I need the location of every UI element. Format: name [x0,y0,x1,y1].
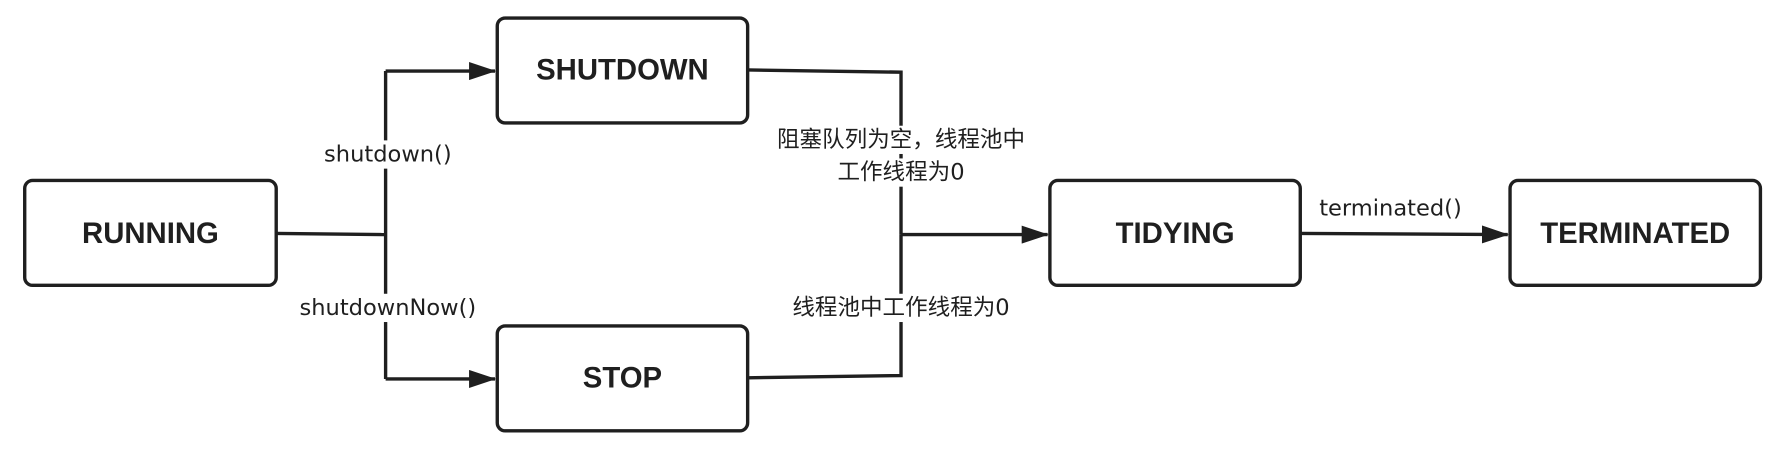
node-running-label: RUNNING [82,217,219,250]
node-running-box [23,178,278,288]
edge-label-background [835,158,967,187]
node-stop-label: STOP [583,361,662,394]
node-shutdown-label: SHUTDOWN [536,53,709,86]
label-shutdown-call: shutdown() [324,142,452,168]
node-terminated-box [1508,178,1763,288]
edge-label-background [297,293,479,323]
node-tidying-label: TIDYING [1116,217,1235,250]
label-shutdown-now-call: shutdownNow() [300,295,477,321]
edge-to-terminated [1300,225,1509,244]
node-tidying-box [1048,178,1302,288]
label-shutdown-to-tidying-line1: 阻塞队列为空，线程池中 [777,127,1025,153]
edge-labels: shutdown() shutdownNow() 阻塞队列为空，线程池中 工作线… [297,125,1462,323]
edge-label-background [790,293,1012,323]
edge-label-background [774,125,1028,154]
node-running: RUNNING [23,178,278,288]
label-shutdown-to-tidying-line2: 工作线程为0 [837,160,964,186]
label-stop-to-tidying: 线程池中工作线程为0 [792,295,1009,321]
node-stop: STOP [495,324,750,433]
edge-stop-to-merge [747,234,903,380]
node-tidying: TIDYING [1048,178,1302,288]
node-shutdown: SHUTDOWN [495,16,750,125]
node-shutdown-box [495,16,750,125]
node-terminated-label: TERMINATED [1540,217,1730,250]
node-terminated: TERMINATED [1508,178,1763,288]
edge-label-background [321,140,454,169]
node-stop-box [495,324,750,433]
label-terminated-call: terminated() [1319,196,1462,222]
edges [276,62,1509,388]
edge-running-to-split [276,231,386,237]
